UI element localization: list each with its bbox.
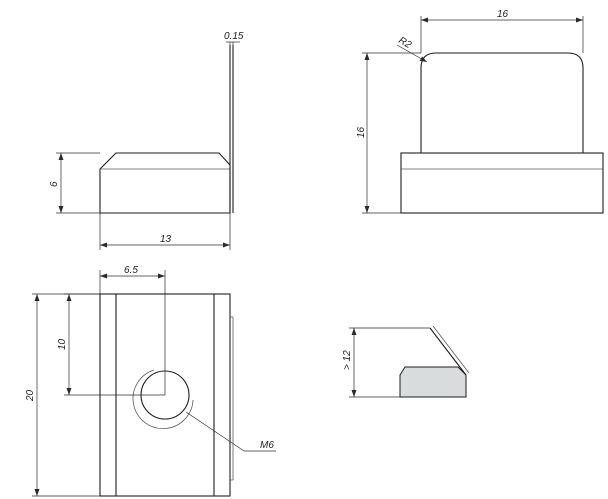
front-view: 0.15 6 13: [49, 31, 244, 250]
height-20-label: 20: [25, 389, 36, 402]
thread-label: M6: [260, 440, 274, 451]
radius-label: R2: [397, 35, 414, 51]
top-view: 6.5 10 20 M6: [25, 265, 276, 497]
side-view-base: [400, 152, 604, 214]
profile-view: > 12: [342, 325, 470, 398]
offset-x-label: 6.5: [124, 265, 138, 276]
thickness-label: 0.15: [224, 31, 244, 42]
offset-y-label: 10: [57, 338, 68, 350]
side-view: 16 16 R2: [356, 9, 604, 214]
front-view-body: [99, 152, 231, 214]
min-height-label: > 12: [342, 350, 353, 370]
side-width-label: 16: [497, 9, 509, 20]
height-label: 6: [49, 181, 60, 187]
width-label: 13: [160, 234, 172, 245]
profile-shape: [399, 366, 467, 398]
side-height-label: 16: [356, 126, 367, 138]
side-view-upper-body: [420, 52, 584, 153]
